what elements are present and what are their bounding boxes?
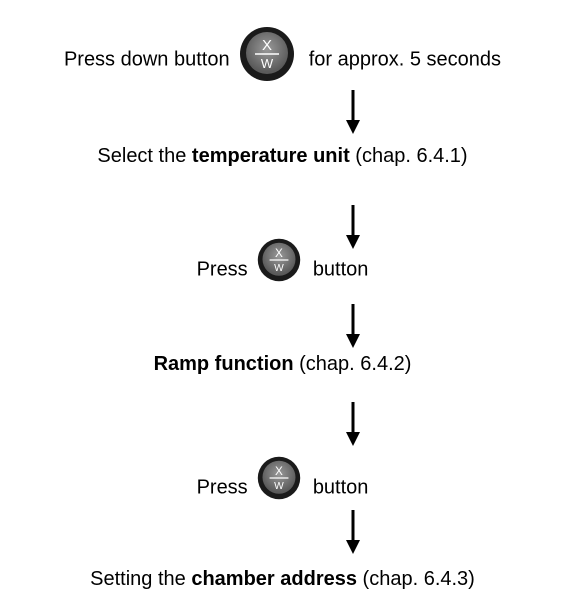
step-5-text-after: button bbox=[312, 476, 369, 499]
step-3-text-before: Press bbox=[196, 258, 248, 281]
xw-button-icon: X W bbox=[257, 238, 301, 282]
xw-button-icon: X W bbox=[239, 26, 295, 82]
step-6-bold: chamber address bbox=[191, 568, 357, 590]
step-3-text-after: button bbox=[312, 258, 369, 281]
down-arrow-icon bbox=[343, 510, 363, 554]
step-1-text-before: Press down button bbox=[63, 48, 230, 71]
step-2-text-before: Select the bbox=[97, 145, 187, 167]
step-1-text-after: for approx. 5 seconds bbox=[308, 48, 502, 71]
down-arrow-icon bbox=[343, 90, 363, 134]
step-press-down-button: Press down button X W for approx. 5 seco… bbox=[0, 27, 565, 88]
button-top-label: X bbox=[275, 247, 283, 260]
step-2-bold: temperature unit bbox=[191, 145, 350, 167]
down-arrow-icon bbox=[343, 402, 363, 446]
step-press-button: Press X W button bbox=[0, 238, 565, 292]
xw-button-icon: X W bbox=[257, 456, 301, 500]
button-bottom-label: W bbox=[261, 56, 274, 71]
step-2-text-after: (chap. 6.4.1) bbox=[355, 145, 468, 167]
step-5-text-before: Press bbox=[196, 476, 248, 499]
step-press-button-2: Press X W button bbox=[0, 456, 565, 510]
down-arrow-icon bbox=[343, 304, 363, 348]
step-select-temperature-unit: Select the temperature unit (chap. 6.4.1… bbox=[0, 144, 565, 168]
button-bottom-label: W bbox=[274, 263, 284, 274]
button-bottom-label: W bbox=[274, 481, 284, 492]
down-arrow-icon bbox=[343, 205, 363, 249]
step-6-text-before: Setting the bbox=[90, 568, 186, 590]
step-6-text-after: (chap. 6.4.3) bbox=[362, 568, 475, 590]
button-top-label: X bbox=[262, 37, 272, 54]
step-ramp-function: Ramp function (chap. 6.4.2) bbox=[0, 352, 565, 376]
button-top-label: X bbox=[275, 465, 283, 478]
step-setting-chamber-address: Setting the chamber address (chap. 6.4.3… bbox=[0, 567, 565, 591]
step-4-text-after: (chap. 6.4.2) bbox=[299, 353, 412, 375]
step-4-bold: Ramp function bbox=[153, 353, 294, 375]
